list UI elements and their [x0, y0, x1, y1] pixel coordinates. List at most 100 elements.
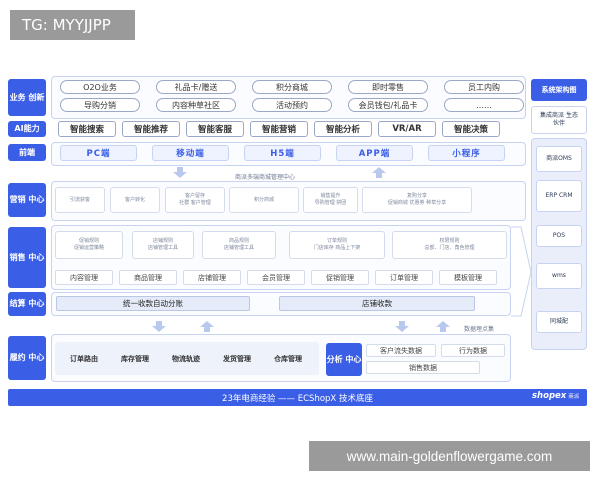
business-item-10: …… — [444, 98, 524, 112]
integrated-system-4: wms — [536, 263, 582, 289]
box-subtitle: 社群 客户管理 — [179, 200, 211, 206]
logo-text: shopex — [532, 391, 567, 401]
sales-rule-box-5: 权限规则总部、门店、角色管理 — [392, 231, 507, 259]
ai-item-4: 智能营销 — [250, 121, 308, 137]
business-item-9: 会员钱包/礼品卡 — [348, 98, 428, 112]
analysis-item-1: 客户流失数据 — [366, 344, 436, 357]
box-title: 销售提升 — [320, 193, 341, 199]
business-item-4: 即时零售 — [348, 80, 428, 94]
business-item-1: O2O业务 — [60, 80, 140, 94]
row-label-fulfillment: 履约 中心 — [8, 336, 46, 380]
box-subtitle: 店铺管理工具 — [223, 245, 254, 251]
analysis-item-2: 行为数据 — [441, 344, 505, 357]
marketing-box-5: 销售提升导购管理 拼团 — [303, 187, 358, 213]
watermark: www.main-goldenflowergame.com — [309, 441, 590, 471]
box-subtitle: 总部、门店、角色管理 — [424, 245, 475, 251]
sales-rule-box-1: 促销规则促销运营策略 — [55, 231, 123, 259]
system-architecture-header: 系统架构图 — [531, 79, 587, 101]
data-caption: 数据埋点集 — [464, 326, 495, 333]
frontend-terminal-3: H5端 — [244, 145, 321, 161]
integrated-system-1: 商派OMS — [536, 146, 582, 172]
ai-item-3: 智能客服 — [186, 121, 244, 137]
sales-module-3: 店铺管理 — [183, 270, 241, 285]
connector-lines — [511, 226, 532, 317]
marketing-box-4: 积分商城 — [229, 187, 299, 213]
marketing-box-2: 客户转化 — [110, 187, 160, 213]
fulfillment-panel — [55, 342, 319, 375]
business-item-6: 导购分销 — [60, 98, 140, 112]
business-item-3: 积分商城 — [252, 80, 332, 94]
box-subtitle: 店铺管理工具 — [147, 245, 178, 251]
arrow-down-icon — [173, 167, 187, 178]
fulfillment-item-3: 物流轨迹 — [172, 355, 200, 363]
sales-rule-box-3: 商品规则店铺管理工具 — [202, 231, 276, 259]
arrow-up-icon — [436, 321, 450, 332]
box-title: 客户留存 — [184, 193, 205, 199]
row-label-business: 业务 创新 — [8, 79, 46, 116]
fulfillment-item-1: 订单路由 — [70, 355, 98, 363]
marketing-box-6: 复购分享促销商城 优惠券 种草分享 — [362, 187, 472, 213]
ai-item-7: 智能决策 — [442, 121, 500, 137]
center-caption: 商派多端商城管理中心 — [235, 174, 296, 181]
row-label-settlement: 结算 中心 — [8, 292, 46, 316]
frontend-terminal-2: 移动端 — [152, 145, 229, 161]
marketing-box-1: 引流获客 — [55, 187, 105, 213]
box-subtitle: 门店库存 商品上下架 — [313, 245, 361, 251]
ai-item-2: 智能推荐 — [122, 121, 180, 137]
business-item-7: 内容种草社区 — [156, 98, 236, 112]
business-item-2: 礼品卡/赠送 — [156, 80, 236, 94]
sales-module-6: 订单管理 — [375, 270, 433, 285]
box-title: 订单规则 — [326, 238, 347, 244]
sales-rule-box-2: 店铺规则店铺管理工具 — [132, 231, 194, 259]
fulfillment-item-5: 仓库管理 — [274, 355, 302, 363]
integrated-system-3: POS — [536, 225, 582, 247]
row-label-frontend: 前端 — [8, 144, 46, 161]
footer-banner: 23年电商经验 —— ECShopX 技术底座 shopex 商派 — [8, 389, 587, 406]
integrated-system-2: ERP CRM — [536, 180, 582, 212]
box-title: 商品规则 — [228, 238, 249, 244]
box-title: 复购分享 — [406, 193, 427, 199]
sales-module-7: 模板管理 — [439, 270, 497, 285]
frontend-terminal-4: APP端 — [336, 145, 413, 161]
integrate-partners: 集成商派 生态伙伴 — [531, 106, 587, 134]
settlement-store: 店铺收款 — [279, 296, 475, 311]
box-title: 权限规则 — [439, 238, 460, 244]
settlement-unified: 统一收款自动分账 — [56, 296, 250, 311]
box-title: 引流获客 — [69, 196, 90, 203]
sales-module-5: 促销管理 — [311, 270, 369, 285]
business-item-8: 活动预约 — [252, 98, 332, 112]
ai-item-6: VR/AR — [378, 121, 436, 137]
banner-text: 23年电商经验 —— ECShopX 技术底座 — [222, 393, 373, 404]
sales-rule-box-4: 订单规则门店库存 商品上下架 — [289, 231, 385, 259]
box-subtitle: 促销商城 优惠券 种草分享 — [387, 200, 447, 206]
row-label-marketing: 营销 中心 — [8, 183, 46, 217]
sales-module-1: 内容管理 — [55, 270, 113, 285]
fulfillment-item-4: 发货管理 — [223, 355, 251, 363]
arrow-down-icon — [395, 321, 409, 332]
marketing-box-3: 客户留存社群 客户管理 — [165, 187, 225, 213]
corner-tag: TG: MYYJJPP — [10, 10, 135, 40]
box-title: 客户转化 — [124, 196, 145, 203]
analysis-label: 分析 中心 — [326, 343, 362, 376]
arrow-up-icon — [372, 167, 386, 178]
fulfillment-item-2: 库存管理 — [121, 355, 149, 363]
frontend-terminal-1: PC端 — [60, 145, 137, 161]
business-item-5: 员工内购 — [444, 80, 524, 94]
frontend-terminal-5: 小程序 — [428, 145, 505, 161]
logo-sub: 商派 — [568, 394, 580, 400]
analysis-item-3: 销售数据 — [366, 361, 480, 374]
box-subtitle: 促销运营策略 — [73, 245, 104, 251]
arrow-up-icon — [200, 321, 214, 332]
row-label-ai: AI能力 — [8, 121, 46, 137]
integrated-system-5: 同城配 — [536, 311, 582, 333]
box-subtitle: 导购管理 拼团 — [314, 200, 347, 206]
row-label-sales: 销售 中心 — [8, 227, 46, 288]
shopex-logo: shopex 商派 — [532, 391, 584, 404]
box-title: 积分商城 — [253, 196, 274, 203]
ai-item-1: 智能搜索 — [58, 121, 116, 137]
arrow-down-icon — [152, 321, 166, 332]
sales-module-4: 会员管理 — [247, 270, 305, 285]
box-title: 促销规则 — [78, 238, 99, 244]
ai-item-5: 智能分析 — [314, 121, 372, 137]
sales-module-2: 商品管理 — [119, 270, 177, 285]
